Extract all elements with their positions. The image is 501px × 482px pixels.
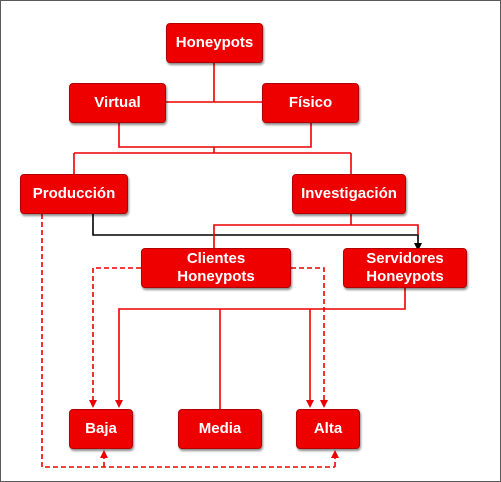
node-servidores-honeypots: Servidores Honeypots bbox=[343, 248, 467, 288]
connector-honeypots-virtual-fisico bbox=[166, 63, 262, 103]
node-alta: Alta bbox=[296, 409, 360, 449]
connector-clientes-baja bbox=[89, 267, 141, 408]
connector-servidores-baja bbox=[115, 288, 406, 408]
connector-virtual-fisico-merge bbox=[118, 123, 312, 148]
node-baja: Baja bbox=[69, 409, 133, 449]
node-honeypots: Honeypots bbox=[166, 23, 263, 63]
node-virtual: Virtual bbox=[69, 83, 166, 123]
node-investigacion: Investigación bbox=[292, 174, 406, 214]
node-produccion: Producción bbox=[20, 174, 128, 214]
connector-merge-to-level2 bbox=[73, 147, 352, 174]
connector-investigacion-clientes-servidores bbox=[213, 214, 419, 248]
connector-clientes-alta bbox=[291, 267, 328, 408]
node-clientes-honeypots: Clientes Honeypots bbox=[141, 248, 291, 288]
connector-produccion-bottom-loop bbox=[41, 214, 335, 468]
node-fisico: Físico bbox=[262, 83, 359, 123]
node-media: Media bbox=[178, 409, 262, 449]
connector-produccion-servidores bbox=[92, 214, 422, 251]
